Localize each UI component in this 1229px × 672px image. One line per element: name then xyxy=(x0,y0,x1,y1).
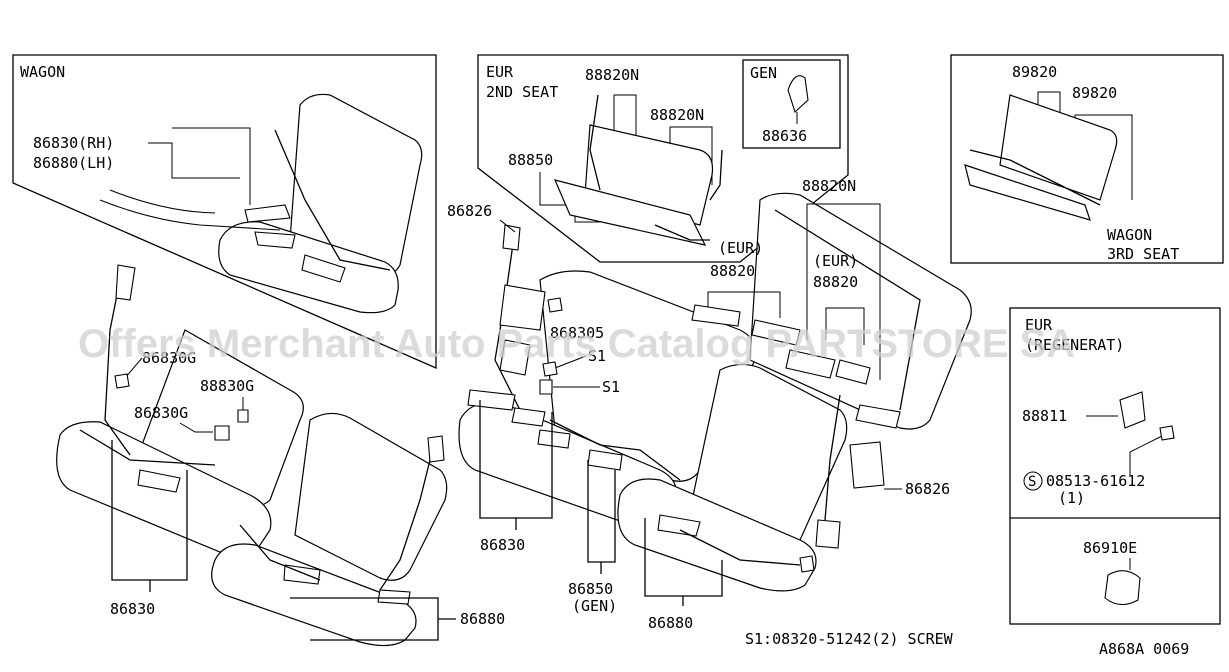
label-86826-right: 86826 xyxy=(905,480,950,498)
front-seat-cushion xyxy=(211,543,417,647)
label-qty-1: (1) xyxy=(1058,489,1085,507)
retractor-part xyxy=(499,339,531,376)
buckle-part xyxy=(537,429,571,449)
washer-part xyxy=(237,409,249,423)
gen-buckle-part xyxy=(787,75,809,113)
buckle-part xyxy=(511,407,546,427)
belt-guide-part xyxy=(502,224,521,251)
label-88811: 88811 xyxy=(1022,407,1067,425)
bolt-part xyxy=(547,297,563,313)
label-86880-lh: 86880(LH) xyxy=(33,154,114,172)
wagon-3rd-seat-panel: 89820 89820 WAGON 3RD SEAT xyxy=(950,54,1224,264)
label-86880-center: 86880 xyxy=(648,614,693,632)
buckle-part xyxy=(855,404,901,429)
gen-inset-title: GEN xyxy=(750,64,777,82)
wagon-3rd-seat-subtitle: 3RD SEAT xyxy=(1107,245,1179,263)
label-86880-left: 86880 xyxy=(460,610,505,628)
label-86830g-a: 86830G xyxy=(142,349,196,367)
bolt-part xyxy=(114,373,130,389)
label-88820n-a: 88820N xyxy=(585,66,639,84)
eur-inset-subtitle: (REGENERAT) xyxy=(1025,336,1124,354)
label-868305: 868305 xyxy=(550,324,604,342)
eur-inset-box xyxy=(1009,307,1221,625)
label-s1-a: S1 xyxy=(588,347,606,365)
diagram-code: A868A 0069 xyxy=(1099,640,1189,658)
label-86830-left: 86830 xyxy=(110,600,155,618)
belt-anchor-part xyxy=(377,589,411,605)
center-seat-assembly: 86826 868305 S1 S1 86830 86850 (GEN) 868… xyxy=(447,202,848,632)
wagon-3rd-seat-box xyxy=(950,54,1224,264)
eur-inset-panel: EUR (REGENERAT) 88811 S 08513-61612 (1) … xyxy=(1009,307,1221,625)
label-86830g-b: 86830G xyxy=(134,404,188,422)
retractor-part xyxy=(815,519,841,549)
right-seat-assembly: 88820N (EUR) (EUR) 88820 88820 86826 xyxy=(691,177,972,549)
label-88820n-right: 88820N xyxy=(802,177,856,195)
screw-symbol-icon xyxy=(1023,471,1043,491)
label-86910e: 86910E xyxy=(1083,539,1137,557)
label-eur-a: (EUR) xyxy=(718,239,763,257)
label-86826-center: 86826 xyxy=(447,202,492,220)
center-front-cushion xyxy=(617,478,817,592)
eur-2nd-seat-title: EUR xyxy=(486,63,514,81)
retractor-part xyxy=(499,284,546,331)
buckle-part xyxy=(137,469,181,493)
label-86830-rh: 86830(RH) xyxy=(33,134,114,152)
wagon-3rd-seat-title: WAGON xyxy=(1107,226,1152,244)
eur-2nd-seat-panel: EUR 2ND SEAT 88820N 88820N 88850 GEN 886… xyxy=(477,54,849,263)
screw-part xyxy=(539,379,553,395)
retractor-bracket-part xyxy=(849,441,885,489)
screw-note: S1:08320-51242(2) SCREW xyxy=(745,630,954,648)
bolt-part xyxy=(214,425,230,441)
2nd-seat-cushion xyxy=(553,179,707,246)
label-eur-b: (EUR) xyxy=(813,252,858,270)
buckle-part xyxy=(785,349,836,379)
belt-anchor-part xyxy=(799,555,815,573)
belt-guide-part xyxy=(427,435,445,463)
buckle-part xyxy=(254,231,296,249)
belt-anchor-part xyxy=(301,254,346,283)
screw-symbol-letter: S xyxy=(1028,474,1036,490)
buckle-part xyxy=(751,319,801,346)
buckle-part xyxy=(587,449,623,471)
watermark-text: Offers Merchant Auto Parts Catalog PARTS… xyxy=(78,322,1075,366)
label-88850: 88850 xyxy=(508,151,553,169)
buckle-part xyxy=(835,359,871,385)
label-88636: 88636 xyxy=(762,127,807,145)
label-86830-center: 86830 xyxy=(480,536,525,554)
screw-part xyxy=(542,361,558,377)
buckle-part xyxy=(244,204,291,223)
screw-part xyxy=(1159,425,1175,441)
gen-inset xyxy=(742,59,841,149)
label-08513-61612: 08513-61612 xyxy=(1046,472,1145,490)
eur-inset-title: EUR xyxy=(1025,316,1053,334)
belt-guide-part xyxy=(115,264,136,301)
buckle-part xyxy=(691,304,741,327)
label-88820n-b: 88820N xyxy=(650,106,704,124)
label-gen: (GEN) xyxy=(572,597,617,615)
left-seat-assembly: 86830G 88830G 86830G 86830 86880 xyxy=(56,264,505,647)
front-seat-back xyxy=(294,412,448,581)
guide-loop-part xyxy=(1104,570,1141,606)
wagon-front-panel: WAGON 86830(RH) 86880(LH) xyxy=(12,54,437,369)
label-88820-a: 88820 xyxy=(710,262,755,280)
eur-2nd-seat-subtitle: 2ND SEAT xyxy=(486,83,558,101)
3rd-seat-cushion xyxy=(964,164,1091,221)
buckle-part xyxy=(657,514,701,537)
label-s1-b: S1 xyxy=(602,378,620,396)
wagon-front-title: WAGON xyxy=(20,63,65,81)
3rd-seat-back xyxy=(999,94,1118,201)
label-86850: 86850 xyxy=(568,580,613,598)
retractor-bracket-part xyxy=(1119,391,1146,429)
label-88820-b: 88820 xyxy=(813,273,858,291)
label-89820-a: 89820 xyxy=(1012,63,1057,81)
label-89820-b: 89820 xyxy=(1072,84,1117,102)
label-88830g: 88830G xyxy=(200,377,254,395)
